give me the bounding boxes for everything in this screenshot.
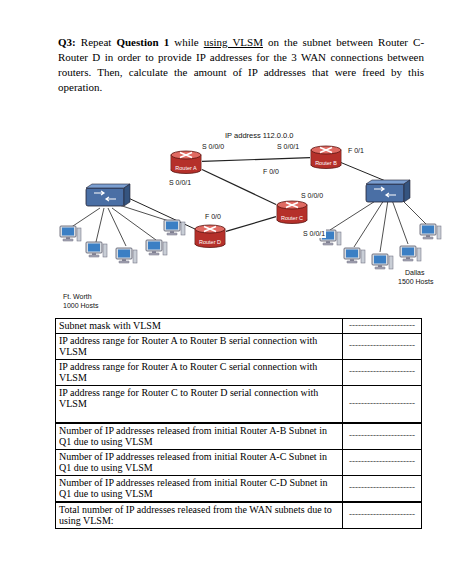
host-count: 1500 Hosts bbox=[397, 277, 434, 286]
serial-link bbox=[226, 217, 276, 232]
interface-label: S 0/0/1 bbox=[276, 142, 300, 151]
question-part: Repeat bbox=[81, 36, 112, 48]
question-text: Q3: Repeat Question 1 while using VLSM o… bbox=[58, 35, 424, 95]
host-count: 1000 Hosts bbox=[62, 301, 99, 310]
router-name: Router C bbox=[276, 215, 308, 221]
site-name: Ft. Worth bbox=[62, 292, 93, 301]
question-cell: Number of IP addresses released from ini… bbox=[56, 475, 343, 502]
answer-blank: ---------------------- bbox=[343, 319, 422, 334]
answer-blank: ---------------------- bbox=[343, 333, 422, 359]
question-part: Question 1 bbox=[116, 36, 169, 48]
question-part: Q3: bbox=[58, 36, 76, 48]
interface-label: F 0/1 bbox=[347, 146, 365, 155]
answer-table: Subnet mask with VLSM-------------------… bbox=[55, 318, 422, 529]
serial-link bbox=[202, 158, 310, 162]
question-cell: IP address range for Router A to Router … bbox=[56, 359, 343, 385]
question-cell: Subnet mask with VLSM bbox=[56, 319, 343, 334]
router-node: Router C bbox=[276, 200, 308, 224]
table-row: Number of IP addresses released from ini… bbox=[56, 423, 422, 450]
question-cell: Number of IP addresses released from ini… bbox=[56, 423, 343, 450]
question-part: using VLSM bbox=[204, 36, 263, 48]
table-row: IP address range for Router A to Router … bbox=[56, 333, 422, 359]
site-name: Dallas bbox=[404, 268, 425, 277]
answer-blank: ---------------------- bbox=[343, 385, 422, 423]
answer-blank: ---------------------- bbox=[343, 475, 422, 502]
router-node: Router D bbox=[194, 224, 226, 248]
interface-label: F 0/0 bbox=[262, 167, 280, 176]
table-row: IP address range for Router A to Router … bbox=[56, 359, 422, 385]
table-row: Subnet mask with VLSM-------------------… bbox=[56, 319, 422, 334]
interface-label: S 0/0/0 bbox=[201, 142, 225, 151]
question-cell: IP address range for Router A to Router … bbox=[56, 333, 343, 359]
router-node: Router A bbox=[170, 150, 202, 174]
router-name: Router A bbox=[170, 165, 202, 171]
table-row: Number of IP addresses released from ini… bbox=[56, 475, 422, 502]
interface-label: F 0/0 bbox=[204, 212, 222, 221]
question-cell: Total number of IP addresses released fr… bbox=[56, 502, 343, 529]
question-cell: IP address range for Router C to Router … bbox=[56, 385, 343, 423]
router-node: Router B bbox=[310, 145, 342, 169]
answer-blank: ---------------------- bbox=[343, 449, 422, 475]
router-name: Router D bbox=[194, 239, 226, 245]
question-part: while bbox=[174, 36, 198, 48]
router-name: Router B bbox=[310, 160, 342, 166]
interface-label: S 0/0/1 bbox=[168, 178, 192, 187]
answer-blank: ---------------------- bbox=[343, 423, 422, 450]
question-cell: Number of IP addresses released from ini… bbox=[56, 449, 343, 475]
ip-address-label: IP address 112.0.0.0 bbox=[224, 131, 295, 140]
table-row: Number of IP addresses released from ini… bbox=[56, 449, 422, 475]
table-row: Total number of IP addresses released fr… bbox=[56, 502, 422, 529]
interface-label: S 0/0/1 bbox=[302, 229, 326, 238]
interface-label: S 0/0/0 bbox=[300, 191, 324, 200]
table-row: IP address range for Router C to Router … bbox=[56, 385, 422, 423]
answer-blank: ---------------------- bbox=[343, 502, 422, 529]
answer-blank: ---------------------- bbox=[343, 359, 422, 385]
